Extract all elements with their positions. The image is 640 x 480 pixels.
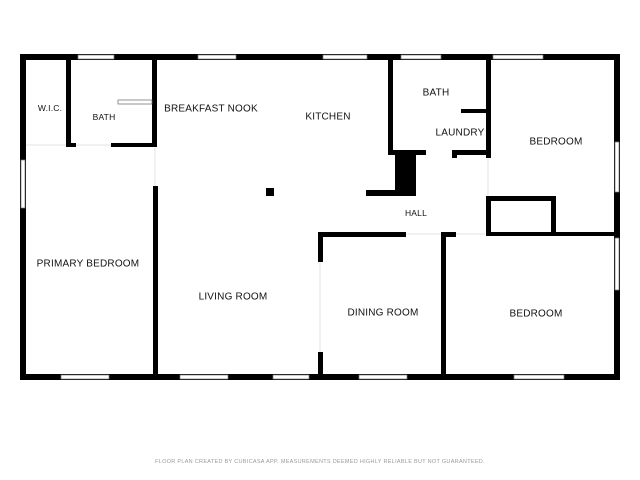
interior-walls [66,60,620,374]
wall-bottom [20,374,620,380]
wall-top [20,54,620,60]
wall-bath-bottom-right [388,150,426,155]
wall-living-left [153,186,158,374]
label-primary-bedroom: PRIMARY BEDROOM [36,258,140,270]
window-top-kitchen [322,54,368,60]
window-right-bedroom-bottom [614,237,620,291]
window-left-primary [20,159,26,209]
wall-wic-right [66,60,71,146]
window-bottom-bedroom [513,374,565,380]
window-bottom-living-2 [272,374,310,380]
window-right-bedroom [614,141,620,193]
wall-bath-right [152,60,157,147]
wall-closet-left [486,196,491,236]
wall-wic-stub [66,143,76,147]
column [266,188,274,196]
door-bath [117,99,153,105]
wall-closet-top [486,196,556,201]
wall-dining-left-lower [318,352,323,374]
label-breakfast-nook: BREAKFAST NOOK [164,103,258,115]
label-bedroom-right: BEDROOM [529,136,583,148]
window-bottom-primary [60,374,110,380]
label-laundry: LAUNDRY [435,127,485,139]
label-living-room: LIVING ROOM [198,291,268,303]
wall-bedroom-bottom-top-left [441,232,456,237]
openings [26,144,489,352]
label-bedroom-bottom: BEDROOM [509,308,563,320]
wall-laundry-stub [452,150,457,158]
label-wic: W.I.C. [37,103,63,113]
wall-right [614,54,620,380]
windows [20,54,620,380]
wall-closet-right [551,196,556,236]
footer-note: FLOOR PLAN CREATED BY CUBICASA APP. MEAS… [155,459,485,465]
label-hall: HALL [404,208,428,218]
wall-laundry-top [461,109,491,113]
window-bottom-dining [358,374,408,380]
wall-bath-left [388,60,393,153]
label-bath-primary: BATH [92,112,116,122]
window-top-bath [77,54,115,60]
label-kitchen: KITCHEN [305,111,351,123]
wall-dining-top [318,232,406,237]
label-bath-hall: BATH [422,87,450,99]
exterior-walls [20,54,620,380]
window-top-bath-hall [400,54,442,60]
wall-dining-left-upper [318,232,323,262]
window-top-nook [197,54,237,60]
stair-block [366,155,416,196]
window-bottom-living [179,374,229,380]
label-dining-room: DINING ROOM [347,307,419,319]
wall-dining-right [441,232,446,374]
window-top-bedroom [492,54,544,60]
wall-left [20,54,26,380]
wall-bath-bottom [111,143,156,147]
wall-laundry-bottom [452,150,491,155]
